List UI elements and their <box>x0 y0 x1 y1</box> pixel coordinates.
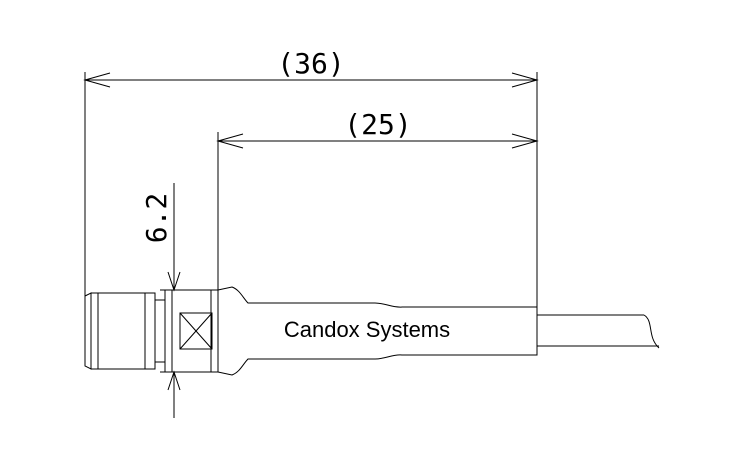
connector-nose <box>84 292 166 370</box>
sleeve-body: Candox Systems <box>217 286 538 376</box>
overall-length-value: (36) <box>277 47 344 80</box>
diameter-value: 6.2 <box>140 193 173 244</box>
sleeve-length-value: (25) <box>344 108 411 141</box>
sleeve-length-dimension: (25) <box>216 108 539 149</box>
diameter-dimension: 6.2 <box>140 183 188 418</box>
overall-length-dimension: (36) <box>83 47 539 88</box>
part-label: Candox Systems <box>284 317 450 342</box>
extension-lines <box>84 72 538 307</box>
cable <box>537 314 660 349</box>
hex-flats <box>164 289 219 373</box>
